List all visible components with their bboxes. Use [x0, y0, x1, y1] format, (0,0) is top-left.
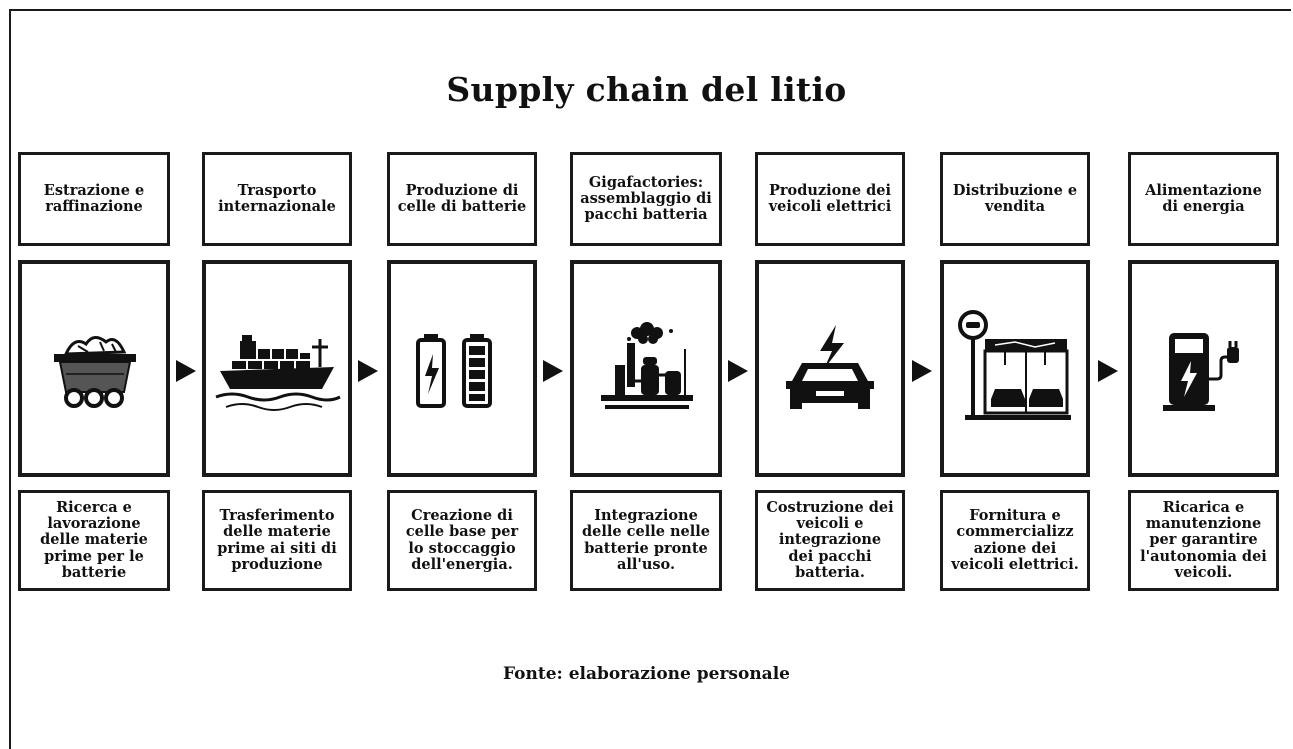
electric-car-icon [786, 324, 874, 409]
step-5-description: Costruzione dei veicoli e integrazione d… [755, 490, 905, 591]
step-4-heading: Gigafactories: assemblaggio di pacchi ba… [570, 152, 722, 246]
step-5-image [755, 260, 905, 477]
step-6-image [940, 260, 1090, 477]
diagram-title: Supply chain del litio [446, 70, 847, 109]
car-dealership-icon [958, 309, 1071, 420]
step-1-image [18, 260, 170, 477]
step-4-image [570, 260, 722, 477]
flow-arrow-6 [1098, 360, 1118, 382]
charging-station-icon [1162, 332, 1239, 411]
flow-arrow-5 [912, 360, 932, 382]
mining-cart-icon [54, 335, 136, 408]
source-note: Fonte: elaborazione personale [503, 664, 790, 684]
step-2-heading: Trasporto internazionale [202, 152, 352, 246]
step-1-description: Ricerca e lavorazione delle materie prim… [18, 490, 170, 591]
step-3-image [387, 260, 537, 477]
flow-arrow-4 [728, 360, 748, 382]
flow-arrow-3 [543, 360, 563, 382]
step-3-description: Creazione di celle base per lo stoccaggi… [387, 490, 537, 591]
step-1-heading: Estrazione e raffinazione [18, 152, 170, 246]
step-6-heading: Distribuzione e vendita [940, 152, 1090, 246]
step-7-heading: Alimentazione di energia [1128, 152, 1279, 246]
step-4-description: Integrazione delle celle nelle batterie … [570, 490, 722, 591]
cargo-ship-icon [215, 334, 341, 411]
battery-cells-icon [416, 333, 492, 408]
step-2-description: Trasferimento delle materie prime ai sit… [202, 490, 352, 591]
step-7-image [1128, 260, 1279, 477]
factory-icon [601, 321, 693, 409]
flow-arrow-2 [358, 360, 378, 382]
step-6-description: Fornitura e commercializz azione dei vei… [940, 490, 1090, 591]
step-2-image [202, 260, 352, 477]
step-7-description: Ricarica e manutenzione per garantire l'… [1128, 490, 1279, 591]
step-3-heading: Produzione di celle di batterie [387, 152, 537, 246]
diagram-frame [9, 9, 1291, 749]
step-5-heading: Produzione dei veicoli elettrici [755, 152, 905, 246]
flow-arrow-1 [176, 360, 196, 382]
